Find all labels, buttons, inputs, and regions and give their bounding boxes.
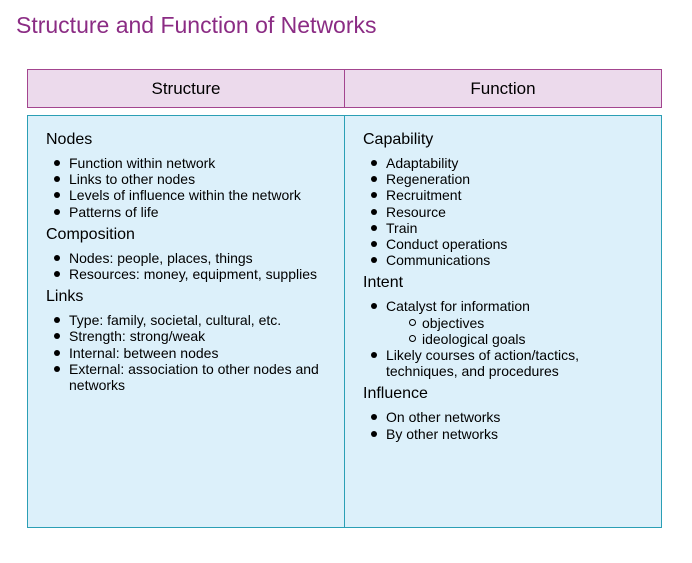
- list-item-text: Train: [386, 219, 418, 236]
- list-item: Links to other nodes: [46, 171, 334, 187]
- section-heading-composition: Composition: [46, 225, 135, 243]
- sub-list-item-text: objectives: [422, 314, 485, 331]
- list-item-text: Type: family, societal, cultural, etc.: [69, 312, 282, 329]
- list-item-text: Nodes: people, places, things: [69, 249, 253, 266]
- list-item: Resource: [363, 204, 651, 220]
- list-item: Patterns of life: [46, 204, 334, 220]
- bullet-icon: [54, 349, 60, 356]
- list-item: Recruitment: [363, 187, 651, 203]
- list-item-text: Regeneration: [386, 171, 471, 188]
- section-heading-links: Links: [46, 288, 84, 306]
- bullet-icon: [54, 317, 60, 324]
- list-item: Resources: money, equipment, supplies: [46, 266, 334, 282]
- list-item: Adaptability: [363, 155, 651, 171]
- list-item: Internal: between nodes: [46, 345, 334, 361]
- list-item-text: Resources: money, equipment, supplies: [69, 266, 317, 283]
- list-item-text: Likely courses of action/tactics, techni…: [386, 347, 579, 380]
- list-item-text: Internal: between nodes: [69, 344, 219, 361]
- list-item-text: Conduct operations: [386, 236, 508, 253]
- bullet-icon: [371, 257, 377, 264]
- bullet-icon: [371, 430, 377, 437]
- hollow-bullet-icon: [409, 334, 416, 342]
- list-item: Regeneration: [363, 171, 651, 187]
- bullet-icon: [371, 208, 377, 215]
- section-heading-intent: Intent: [363, 274, 404, 292]
- bullet-icon: [371, 352, 377, 359]
- bullet-icon: [54, 254, 60, 261]
- hollow-bullet-icon: [409, 318, 416, 326]
- bullet-icon: [371, 414, 377, 421]
- list-item-text: Patterns of life: [69, 203, 159, 220]
- sub-list-item: ideological goals: [386, 331, 651, 347]
- list-item: Conduct operations: [363, 236, 651, 252]
- bullet-icon: [371, 303, 377, 310]
- bullet-icon: [54, 271, 60, 278]
- bullet-icon: [371, 160, 377, 166]
- list-item: Function within network: [46, 155, 334, 171]
- bullet-icon: [371, 224, 377, 231]
- structure-header: Structure: [27, 69, 345, 108]
- list-item: Type: family, societal, cultural, etc.: [46, 312, 334, 328]
- list-item-text: Function within network: [69, 155, 216, 171]
- list-item-text: Recruitment: [386, 187, 462, 204]
- list-item-text: Resource: [386, 203, 446, 220]
- list-item: Communications: [363, 252, 651, 268]
- page-title: Structure and Function of Networks: [16, 12, 377, 38]
- list-item: On other networks: [363, 409, 651, 425]
- sub-list-item-text: ideological goals: [422, 330, 526, 347]
- list-item-text: Strength: strong/weak: [69, 328, 206, 345]
- sub-list-item: objectives: [386, 315, 651, 331]
- bullet-icon: [54, 160, 60, 166]
- bullet-icon: [54, 208, 60, 215]
- list-item: By other networks: [363, 426, 651, 442]
- bullet-icon: [371, 241, 377, 248]
- list-item: Likely courses of action/tactics, techni…: [363, 347, 651, 379]
- list-item-text: Adaptability: [386, 155, 459, 171]
- section-heading-capability: Capability: [363, 131, 434, 148]
- list-item-text: Communications: [386, 252, 491, 269]
- section-heading-nodes: Nodes: [46, 131, 93, 148]
- list-item: Levels of influence within the network: [46, 187, 334, 203]
- list-item-text: Catalyst for information: [386, 298, 530, 315]
- list-item-text: On other networks: [386, 409, 501, 426]
- list-item: Train: [363, 220, 651, 236]
- list-item: Nodes: people, places, things: [46, 250, 334, 266]
- list-item-text: Levels of influence within the network: [69, 187, 301, 204]
- section-heading-influence: Influence: [363, 385, 428, 403]
- bullet-icon: [54, 192, 60, 199]
- bullet-icon: [371, 192, 377, 199]
- bullet-icon: [54, 365, 60, 372]
- bullet-icon: [54, 176, 60, 183]
- bullet-icon: [54, 333, 60, 340]
- list-item-text: By other networks: [386, 425, 499, 442]
- bullet-icon: [371, 176, 377, 183]
- function-header: Function: [344, 69, 662, 108]
- list-item: External: association to other nodes and…: [46, 361, 334, 393]
- list-item-text: Links to other nodes: [69, 171, 196, 188]
- list-item-text: External: association to other nodes and…: [69, 360, 319, 394]
- bullet-list: Type: family, societal, cultural, etc.St…: [46, 312, 334, 393]
- list-item: Strength: strong/weak: [46, 328, 334, 344]
